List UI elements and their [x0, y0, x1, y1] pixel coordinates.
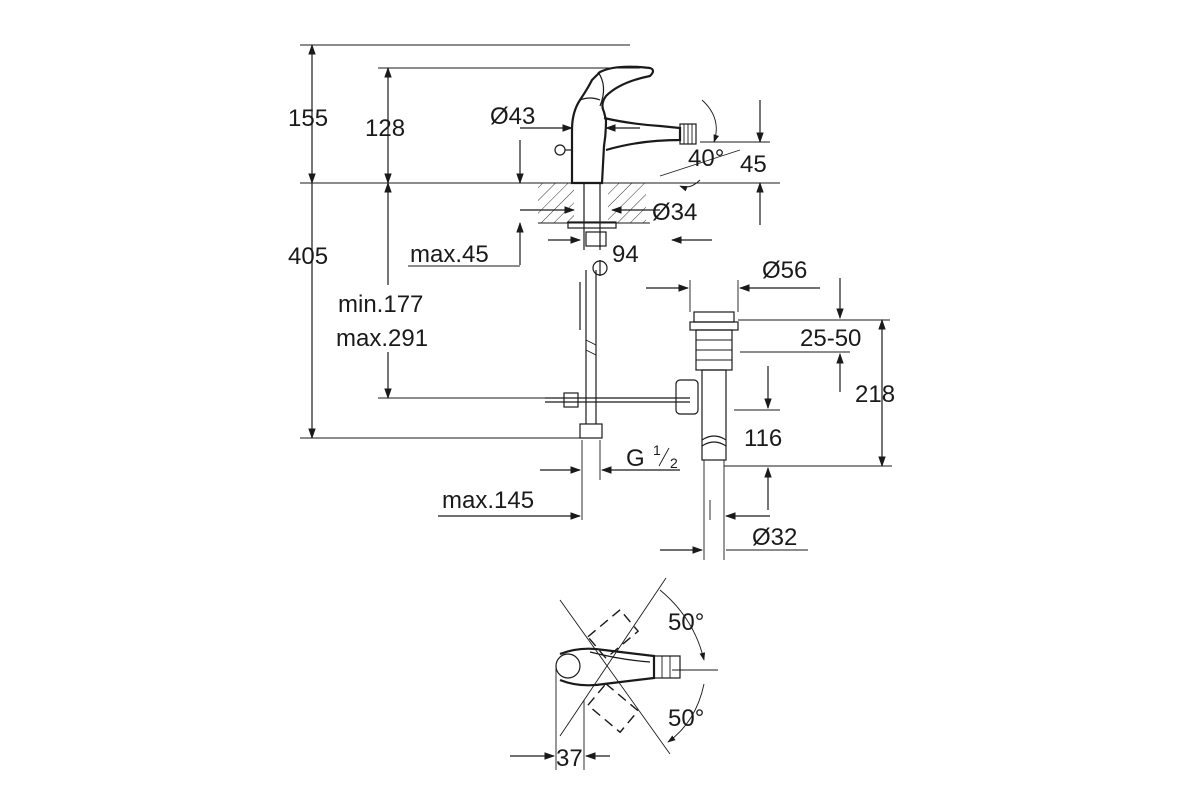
label-angle-50-bottom: 50° — [668, 705, 704, 732]
mixer-body: Ø43 — [490, 65, 682, 185]
lever-body — [555, 647, 681, 687]
label-45: 45 — [740, 151, 767, 178]
label-diam-56: Ø56 — [762, 257, 807, 284]
deck-section — [538, 183, 650, 224]
label-94: 94 — [612, 241, 639, 268]
front-view: 155 405 128 min.177 max.291 — [288, 43, 895, 560]
label-g-num: 1 — [653, 442, 661, 458]
waste-dimensions: 25-50 218 116 Ø32 — [660, 278, 895, 554]
label-max-45: max.45 — [410, 241, 489, 268]
label-min-177: min.177 — [338, 291, 423, 318]
waste-assembly: Ø56 — [646, 257, 820, 560]
label-405: 405 — [288, 243, 328, 270]
shank: Ø34 max.45 94 — [408, 140, 712, 268]
label-128: 128 — [365, 115, 405, 142]
label-25-50: 25-50 — [800, 325, 861, 352]
label-g: G — [626, 445, 645, 472]
label-diam-43: Ø43 — [490, 103, 535, 130]
label-116: 116 — [744, 425, 782, 452]
label-37: 37 — [556, 745, 583, 772]
label-155: 155 — [288, 105, 328, 132]
label-218: 218 — [855, 381, 895, 408]
label-diam-32: Ø32 — [752, 524, 797, 551]
dimension-128-range: 128 min.177 max.291 — [336, 66, 640, 400]
label-diam-34: Ø34 — [652, 199, 697, 226]
dimension-37: 37 — [510, 666, 610, 772]
angle-lines: 50° 50° — [559, 577, 718, 755]
label-max-291: max.291 — [336, 325, 428, 352]
label-angle-40: 40° — [688, 145, 724, 172]
nozzle: 40° 45 — [659, 99, 770, 225]
hose-dimensions: G 1 2 max.145 — [438, 440, 680, 520]
label-max-145: max.145 — [442, 487, 534, 514]
top-view: 50° 50° 37 — [510, 577, 718, 772]
swivel-outlines — [586, 608, 640, 734]
label-g-den: 2 — [670, 455, 678, 471]
label-angle-50-top: 50° — [668, 609, 704, 636]
flex-hose — [545, 260, 690, 439]
